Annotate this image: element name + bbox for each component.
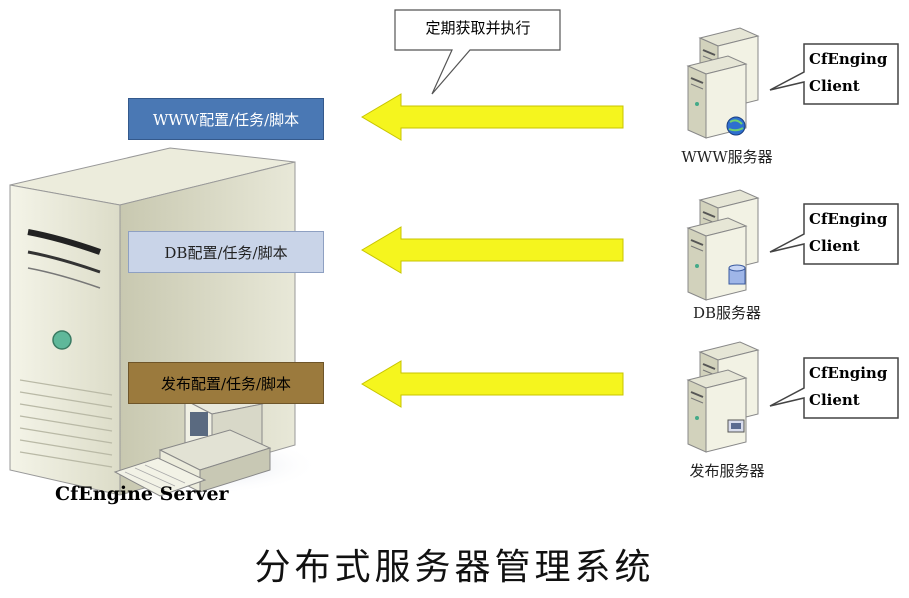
client-label-line2: Client bbox=[809, 77, 860, 95]
client-callout-publish bbox=[769, 357, 899, 419]
server-name-www: WWW服务器 bbox=[681, 148, 773, 166]
client-label-www: CfEnging Client bbox=[809, 46, 895, 100]
server-name-db: DB服务器 bbox=[692, 304, 762, 322]
arrow-www bbox=[361, 93, 624, 141]
arrow-db bbox=[361, 226, 624, 274]
client-callout-db bbox=[769, 203, 899, 265]
callout-text: 定期获取并执行 bbox=[425, 19, 531, 37]
client-label-line1: CfEnging bbox=[809, 210, 888, 228]
callout-bubble bbox=[394, 9, 561, 95]
page-title: 分布式服务器管理系统 bbox=[254, 547, 655, 588]
server-name-publish: 发布服务器 bbox=[689, 462, 765, 480]
config-box-publish: 发布配置/任务/脚本 bbox=[128, 362, 324, 404]
server-label: CfEngine Server bbox=[55, 483, 229, 505]
client-label-line2: Client bbox=[809, 391, 860, 409]
client-server-www-icon bbox=[687, 27, 759, 139]
config-box-www: WWW配置/任务/脚本 bbox=[128, 98, 324, 140]
client-label-db: CfEnging Client bbox=[809, 206, 895, 260]
client-label-line2: Client bbox=[809, 237, 860, 255]
cfengine-server-icon bbox=[9, 147, 320, 496]
client-label-line1: CfEnging bbox=[809, 364, 888, 382]
client-callout-www bbox=[769, 43, 899, 105]
config-box-db: DB配置/任务/脚本 bbox=[128, 231, 324, 273]
client-label-publish: CfEnging Client bbox=[809, 360, 895, 414]
client-server-db-icon bbox=[687, 189, 759, 301]
client-label-line1: CfEnging bbox=[809, 50, 888, 68]
arrow-publish bbox=[361, 360, 624, 408]
client-server-publish-icon bbox=[687, 341, 759, 453]
